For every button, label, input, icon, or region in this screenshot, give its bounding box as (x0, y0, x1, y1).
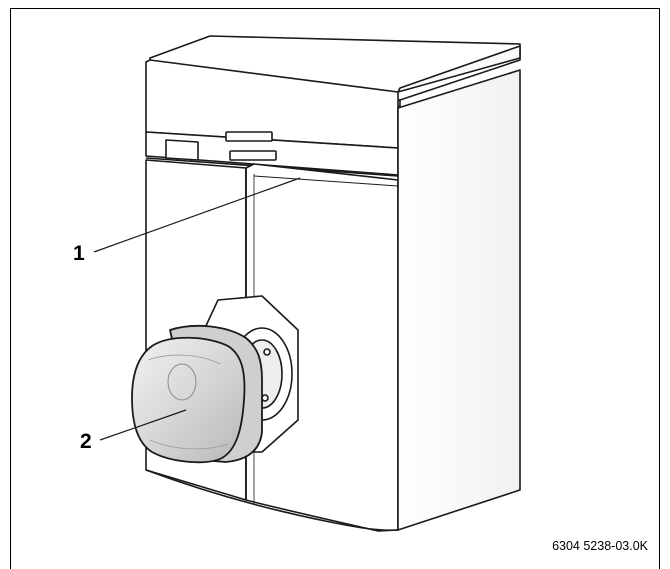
boiler-control-panel (145, 45, 521, 177)
leader-lines (93, 177, 301, 441)
figure-frame (10, 8, 660, 569)
callout-label-2: 2 (80, 430, 92, 453)
leader-line-2 (99, 409, 187, 441)
figure-code: 6304 5238-03.0K (552, 539, 648, 553)
burner (131, 325, 263, 464)
leader-line-1 (93, 177, 301, 253)
callout-label-1: 1 (73, 242, 85, 265)
